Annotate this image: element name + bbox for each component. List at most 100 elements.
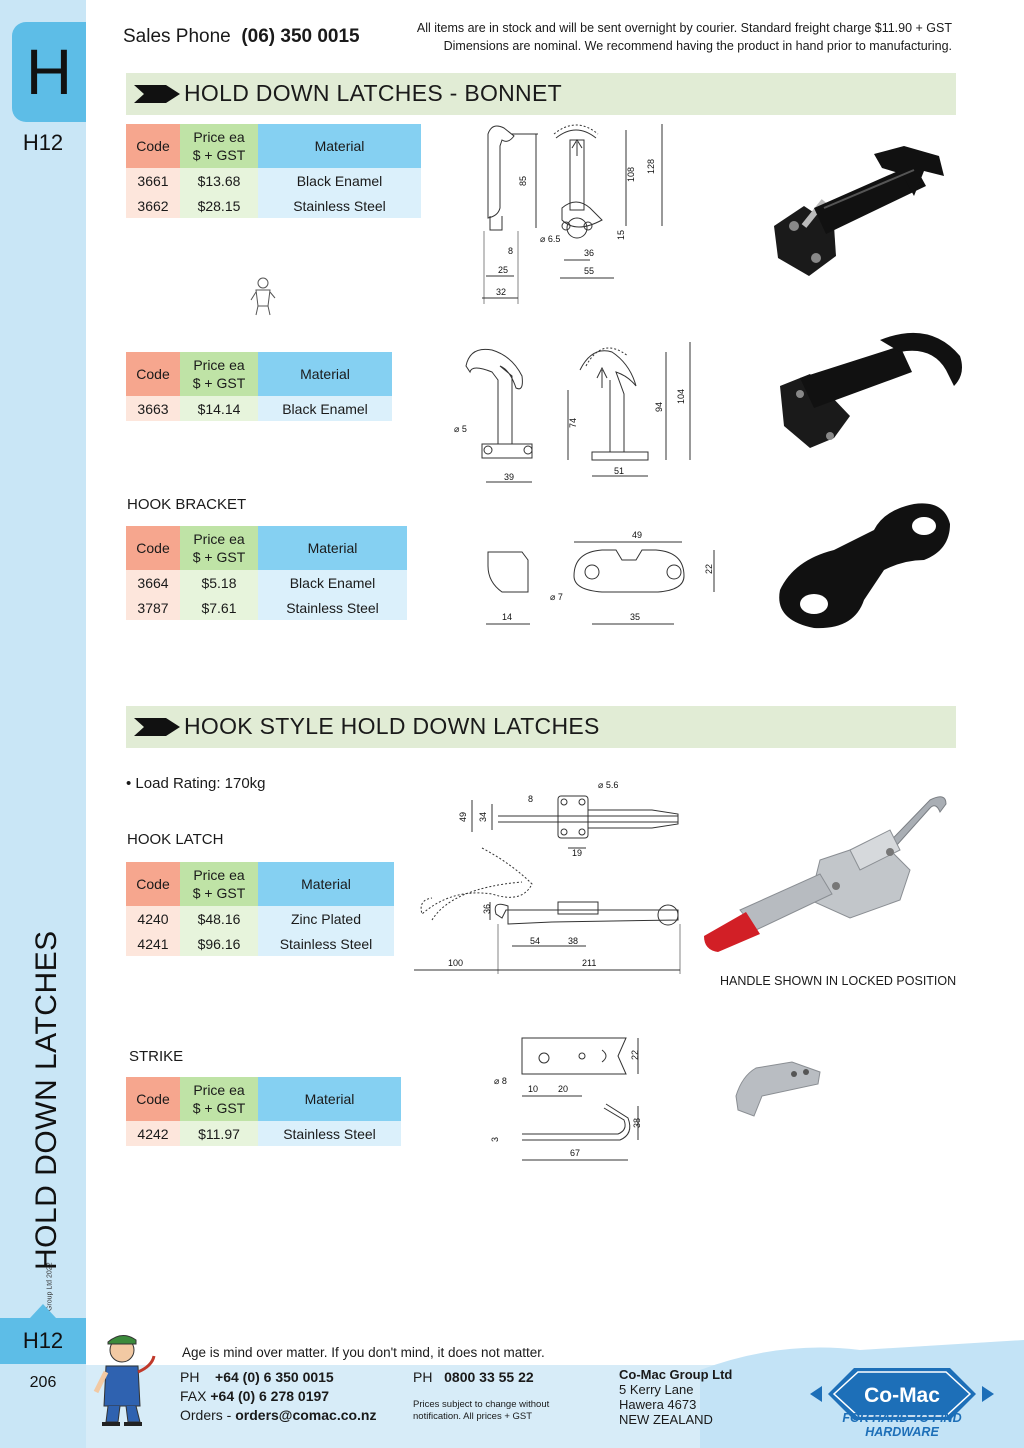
col-price: Price ea$ + GST bbox=[180, 1077, 258, 1121]
col-price: Price ea$ + GST bbox=[180, 862, 258, 906]
drawing-hook-latch: ⌀ 5.6 8 49 34 19 36 54 38 100 211 bbox=[414, 780, 681, 974]
photo-strike bbox=[735, 1061, 821, 1117]
col-material: Material bbox=[258, 352, 392, 396]
section-bar-bonnet: HOLD DOWN LATCHES - BONNET bbox=[126, 73, 956, 115]
side-strip bbox=[0, 0, 86, 1448]
col-price: Price ea$ + GST bbox=[180, 352, 258, 396]
svg-text:34: 34 bbox=[478, 812, 488, 822]
sales-phone-number: (06) 350 0015 bbox=[241, 26, 360, 47]
photo-latch-black-bonnet bbox=[774, 146, 944, 276]
svg-text:⌀ 6.5: ⌀ 6.5 bbox=[540, 234, 560, 244]
svg-text:104: 104 bbox=[676, 389, 686, 404]
svg-text:3: 3 bbox=[490, 1137, 500, 1142]
strike-heading: STRIKE bbox=[129, 1048, 184, 1065]
col-code: Code bbox=[126, 352, 180, 396]
svg-text:19: 19 bbox=[572, 848, 582, 858]
mascot-small-icon bbox=[250, 277, 276, 316]
footer-slogan: FOR HARD TO FIND HARDWARE bbox=[842, 1411, 962, 1439]
arrow-icon bbox=[134, 718, 180, 736]
orders-email[interactable]: orders@comac.co.nz bbox=[235, 1407, 377, 1423]
svg-text:67: 67 bbox=[570, 1148, 580, 1158]
svg-text:20: 20 bbox=[558, 1084, 568, 1094]
svg-text:128: 128 bbox=[646, 159, 656, 174]
svg-text:54: 54 bbox=[530, 936, 540, 946]
svg-text:108: 108 bbox=[626, 167, 636, 182]
photo-hook-bracket bbox=[779, 503, 950, 629]
svg-text:⌀ 5: ⌀ 5 bbox=[454, 424, 467, 434]
col-code: Code bbox=[126, 124, 180, 168]
svg-text:36: 36 bbox=[482, 904, 492, 914]
svg-text:74: 74 bbox=[568, 418, 578, 428]
svg-text:32: 32 bbox=[496, 287, 506, 297]
side-code-tab-bottom: H12 bbox=[0, 1304, 86, 1364]
svg-text:⌀ 7: ⌀ 7 bbox=[550, 592, 563, 602]
col-material: Material bbox=[258, 1077, 401, 1121]
svg-text:51: 51 bbox=[614, 466, 624, 476]
photo-hook-latch-zinc bbox=[704, 796, 947, 952]
side-code-top: H12 bbox=[22, 130, 64, 155]
photo-latch-black-hook bbox=[780, 332, 962, 448]
section-title-bonnet: HOLD DOWN LATCHES - BONNET bbox=[184, 80, 562, 106]
col-code: Code bbox=[126, 526, 180, 570]
col-code: Code bbox=[126, 862, 180, 906]
col-price: Price ea$ + GST bbox=[180, 124, 258, 168]
drawing-latch-3661: 85 8 25 32 ⌀ 6.5 36 55 108 128 15 bbox=[482, 124, 663, 304]
drawing-hook-bracket: 14 49 ⌀ 7 35 22 bbox=[486, 530, 715, 625]
footer-contact: PH +64 (0) 6 350 0015 FAX +64 (0) 6 278 … bbox=[180, 1369, 377, 1423]
col-material: Material bbox=[258, 526, 407, 570]
load-rating: • Load Rating: 170kg bbox=[126, 775, 266, 792]
svg-text:⌀ 8: ⌀ 8 bbox=[494, 1076, 507, 1086]
logo-text: Co-Mac bbox=[864, 1384, 940, 1407]
svg-text:39: 39 bbox=[504, 472, 514, 482]
svg-text:15: 15 bbox=[616, 230, 626, 240]
hook-bracket-heading: HOOK BRACKET bbox=[127, 496, 247, 513]
svg-text:100: 100 bbox=[448, 958, 463, 968]
svg-text:49: 49 bbox=[632, 530, 642, 540]
svg-text:10: 10 bbox=[528, 1084, 538, 1094]
notice-line-1: All items are in stock and will be sent … bbox=[416, 21, 952, 35]
header-notice: All items are in stock and will be sent … bbox=[392, 19, 952, 55]
comac-logo: Co-Mac bbox=[810, 1368, 994, 1420]
footer-freephone: PH 0800 33 55 22 bbox=[413, 1369, 534, 1385]
side-vertical-title: HOLD DOWN LATCHES bbox=[30, 930, 63, 1270]
svg-text:49: 49 bbox=[458, 812, 468, 822]
svg-text:22: 22 bbox=[630, 1050, 640, 1060]
arrow-icon bbox=[134, 85, 180, 103]
svg-text:8: 8 bbox=[508, 246, 513, 256]
mascot-icon bbox=[93, 1335, 156, 1426]
svg-text:25: 25 bbox=[498, 265, 508, 275]
col-material: Material bbox=[258, 124, 421, 168]
drawing-latch-3663: ⌀ 5 39 74 51 94 104 bbox=[454, 342, 691, 483]
hook-latch-heading: HOOK LATCH bbox=[127, 831, 224, 848]
svg-text:8: 8 bbox=[528, 794, 533, 804]
svg-text:55: 55 bbox=[584, 266, 594, 276]
side-code-bottom: H12 bbox=[22, 1328, 64, 1353]
svg-text:36: 36 bbox=[584, 248, 594, 258]
sales-label: Sales Phone bbox=[123, 26, 231, 47]
svg-text:211: 211 bbox=[582, 958, 596, 968]
svg-text:35: 35 bbox=[630, 612, 640, 622]
svg-text:85: 85 bbox=[518, 176, 528, 186]
page-number: 206 bbox=[29, 1374, 57, 1391]
section-letter: H bbox=[25, 36, 73, 108]
section-bar-hook-style: HOOK STYLE HOLD DOWN LATCHES bbox=[126, 706, 956, 748]
sales-phone: Sales Phone (06) 350 0015 bbox=[123, 26, 360, 48]
footer-address: Co-Mac Group Ltd 5 Kerry Lane Hawera 467… bbox=[619, 1367, 733, 1427]
drawing-strike: 22 ⌀ 8 10 20 3 38 67 bbox=[490, 1037, 642, 1161]
section-letter-tab: H bbox=[12, 22, 86, 122]
col-material: Material bbox=[258, 862, 394, 906]
